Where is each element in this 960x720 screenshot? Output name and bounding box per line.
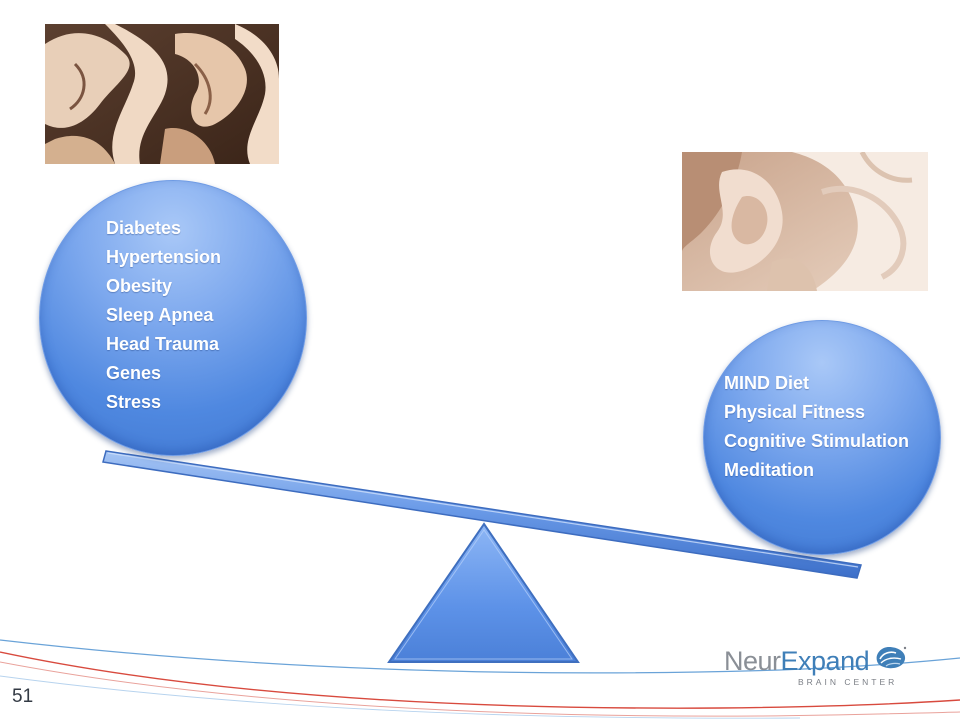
risk-factor-item: Stress [106,392,162,412]
brain-logo-icon [876,646,907,669]
risk-factor-item: Hypertension [106,247,222,267]
risk-factor-item: Diabetes [106,218,182,238]
logo-word-part2: Expand [780,646,870,676]
slide-number: 51 [12,686,34,707]
fulcrum-triangle [387,522,580,663]
logo-subtitle: BRAIN CENTER [798,677,898,687]
risk-factor-item: Sleep Apnea [106,305,214,325]
risk-factor-item: Obesity [106,276,173,296]
neurexpand-logo: NeurExpand BRAIN CENTER [724,646,908,696]
damaged-brain-image [45,24,279,164]
risk-factor-item: Genes [106,363,162,383]
protective-factor-item: Meditation [724,460,814,480]
protective-factor-item: Physical Fitness [724,402,866,422]
risk-factor-item: Head Trauma [106,334,220,354]
protective-factor-item: MIND Diet [724,373,809,393]
protective-factor-item: Cognitive Stimulation [724,431,910,451]
footer-swoosh [0,639,960,719]
risk-factors-circle [39,180,307,456]
healthy-brain-image [682,152,928,291]
protective-factors-list: MIND Diet Physical Fitness Cognitive Sti… [724,369,909,485]
seesaw-beam [102,450,862,579]
protective-factors-circle [703,320,941,555]
risk-factors-list: Diabetes Hypertension Obesity Sleep Apne… [106,214,221,417]
logo-word-part1: Neur [724,646,781,676]
logo-wordmark: NeurExpand [724,646,870,677]
